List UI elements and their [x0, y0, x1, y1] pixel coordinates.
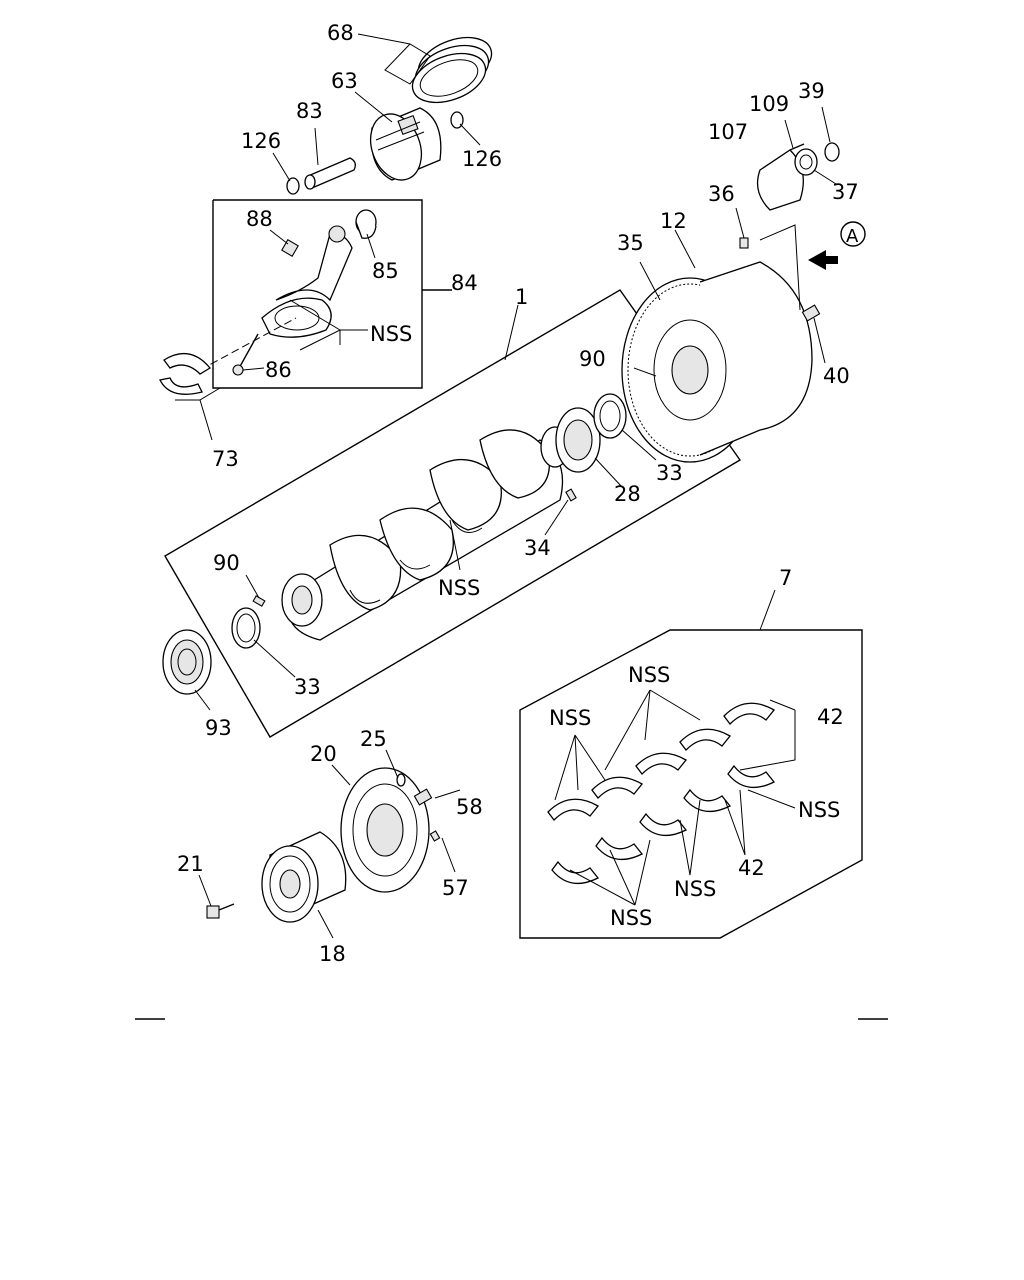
piston-rings — [411, 36, 493, 104]
pilot-bearing — [794, 148, 818, 176]
label-88: 88 — [246, 207, 273, 231]
label-37: 37 — [832, 180, 859, 204]
label-85: 85 — [372, 259, 399, 283]
label-view-a: A — [846, 226, 859, 247]
label-nss-left: NSS — [549, 706, 591, 730]
flywheel-dowel — [739, 237, 749, 249]
label-73: 73 — [212, 447, 239, 471]
crankshaft — [281, 426, 570, 641]
pulley-bolt — [206, 903, 235, 919]
label-nss-bottom: NSS — [610, 906, 652, 930]
piston — [369, 107, 442, 181]
label-36: 36 — [708, 182, 735, 206]
label-nss-rod: NSS — [370, 322, 412, 346]
rod-nut — [281, 239, 299, 257]
crank-pulley — [261, 831, 347, 923]
torsional-damper — [340, 767, 430, 893]
crank-gear — [555, 407, 601, 473]
label-63: 63 — [331, 69, 358, 93]
label-12: 12 — [660, 209, 687, 233]
label-nss-top: NSS — [628, 663, 670, 687]
leader-lines — [175, 33, 837, 939]
label-93: 93 — [205, 716, 232, 740]
damper-washer — [396, 773, 406, 787]
label-107: 107 — [708, 120, 748, 144]
label-42-top: 42 — [817, 705, 844, 729]
label-33-front: 33 — [294, 675, 321, 699]
front-dowel-pin — [252, 595, 266, 607]
main-bearing-shells — [547, 702, 776, 885]
flywheel — [621, 261, 813, 463]
label-nss-crank: NSS — [438, 576, 480, 600]
label-42-bottom: 42 — [738, 856, 765, 880]
label-25: 25 — [360, 727, 387, 751]
damper-bolt — [413, 788, 433, 806]
label-28: 28 — [614, 482, 641, 506]
crank-sleeve-rear — [593, 393, 627, 439]
damper-pin — [429, 830, 441, 842]
label-109: 109 — [749, 92, 789, 116]
flywheel-bolt — [801, 304, 821, 322]
label-84: 84 — [451, 271, 478, 295]
label-20: 20 — [310, 742, 337, 766]
label-nss-mid: NSS — [674, 877, 716, 901]
label-21: 21 — [177, 852, 204, 876]
label-126-right: 126 — [462, 147, 502, 171]
label-7: 7 — [779, 566, 792, 590]
label-34: 34 — [524, 536, 551, 560]
label-57: 57 — [442, 876, 469, 900]
label-126-left: 126 — [241, 129, 281, 153]
crank-sleeve-front — [231, 607, 261, 649]
label-1: 1 — [515, 285, 528, 309]
label-40: 40 — [823, 364, 850, 388]
part-labels: 68 63 83 126 126 88 85 84 NSS 86 73 1 35… — [177, 21, 859, 966]
label-90-rear: 90 — [579, 347, 606, 371]
label-18: 18 — [319, 942, 346, 966]
label-83: 83 — [296, 99, 323, 123]
view-a-arrow — [808, 221, 866, 270]
rod-bushing — [355, 209, 377, 239]
front-oil-seal — [162, 629, 212, 695]
connecting-rod-box — [212, 199, 452, 389]
label-58: 58 — [456, 795, 483, 819]
label-68: 68 — [327, 21, 354, 45]
label-35: 35 — [617, 231, 644, 255]
rod-bearing-shells — [159, 352, 211, 395]
snap-ring-pilot — [824, 142, 840, 162]
label-nss-right: NSS — [798, 798, 840, 822]
snap-ring-left — [286, 177, 300, 195]
pilot-bolt — [789, 143, 805, 151]
label-39: 39 — [798, 79, 825, 103]
label-90-front: 90 — [213, 551, 240, 575]
connecting-rod — [261, 225, 353, 338]
crank-dowel-pin — [565, 488, 577, 502]
main-bearings-box — [519, 629, 863, 939]
piston-pin — [304, 157, 356, 190]
label-33-rear: 33 — [656, 461, 683, 485]
label-86: 86 — [265, 358, 292, 382]
